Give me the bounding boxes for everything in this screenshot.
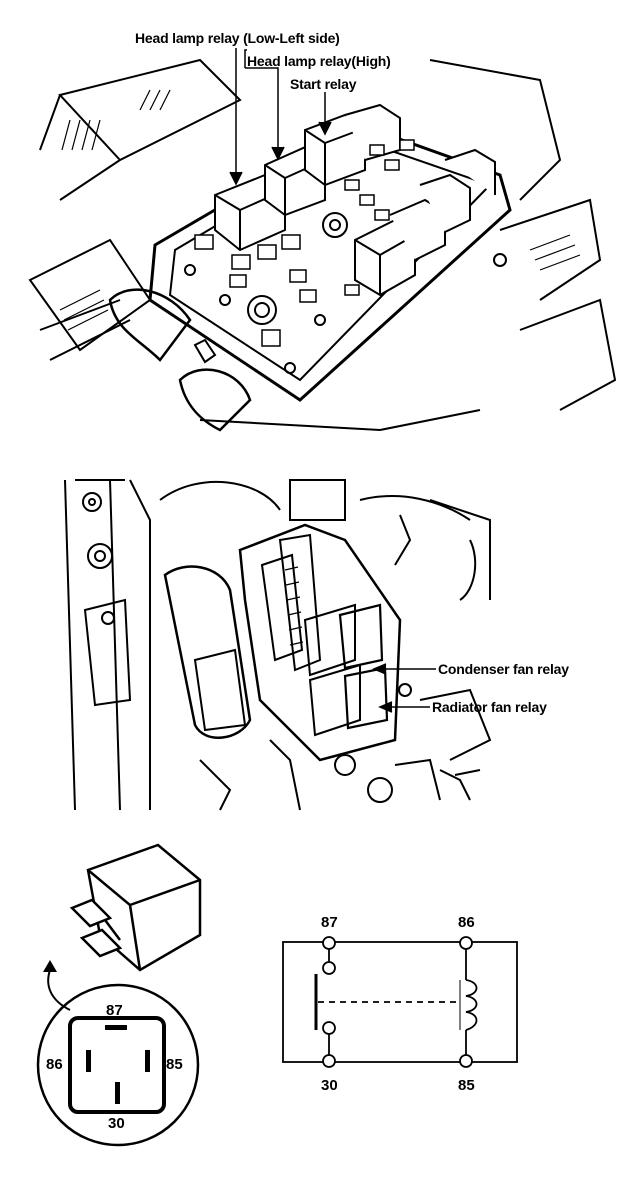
connector-pin-87-label: 87 — [106, 1002, 123, 1019]
condenser-fan-label: Condenser fan relay — [438, 661, 569, 677]
headlamp-low-left-label: Head lamp relay (Low-Left side) — [135, 30, 340, 46]
connector-pin-86-label: 86 — [46, 1056, 63, 1073]
schematic-pin-30-label: 30 — [321, 1077, 338, 1094]
relay-box-illustration — [28, 58, 617, 432]
panel1-leader-lines — [229, 48, 332, 186]
pin-86-slot — [86, 1050, 91, 1072]
start-relay-label: Start relay — [290, 76, 357, 92]
connector-pin-30-label: 30 — [108, 1115, 125, 1132]
pin-87-slot — [105, 1025, 127, 1030]
headlamp-high-label: Head lamp relay(High) — [247, 53, 391, 69]
schematic-pin-87-label: 87 — [321, 914, 338, 931]
fan-relay-illustration — [64, 479, 492, 811]
schematic-pin-86-label: 86 — [458, 914, 475, 931]
pin-85-slot — [145, 1050, 150, 1072]
connector-pin-85-label: 85 — [166, 1056, 183, 1073]
panel2-leader-lines — [372, 663, 436, 713]
radiator-fan-label: Radiator fan relay — [432, 699, 547, 715]
pin-30-slot — [115, 1082, 120, 1104]
schematic-pin-85-label: 85 — [458, 1077, 475, 1094]
